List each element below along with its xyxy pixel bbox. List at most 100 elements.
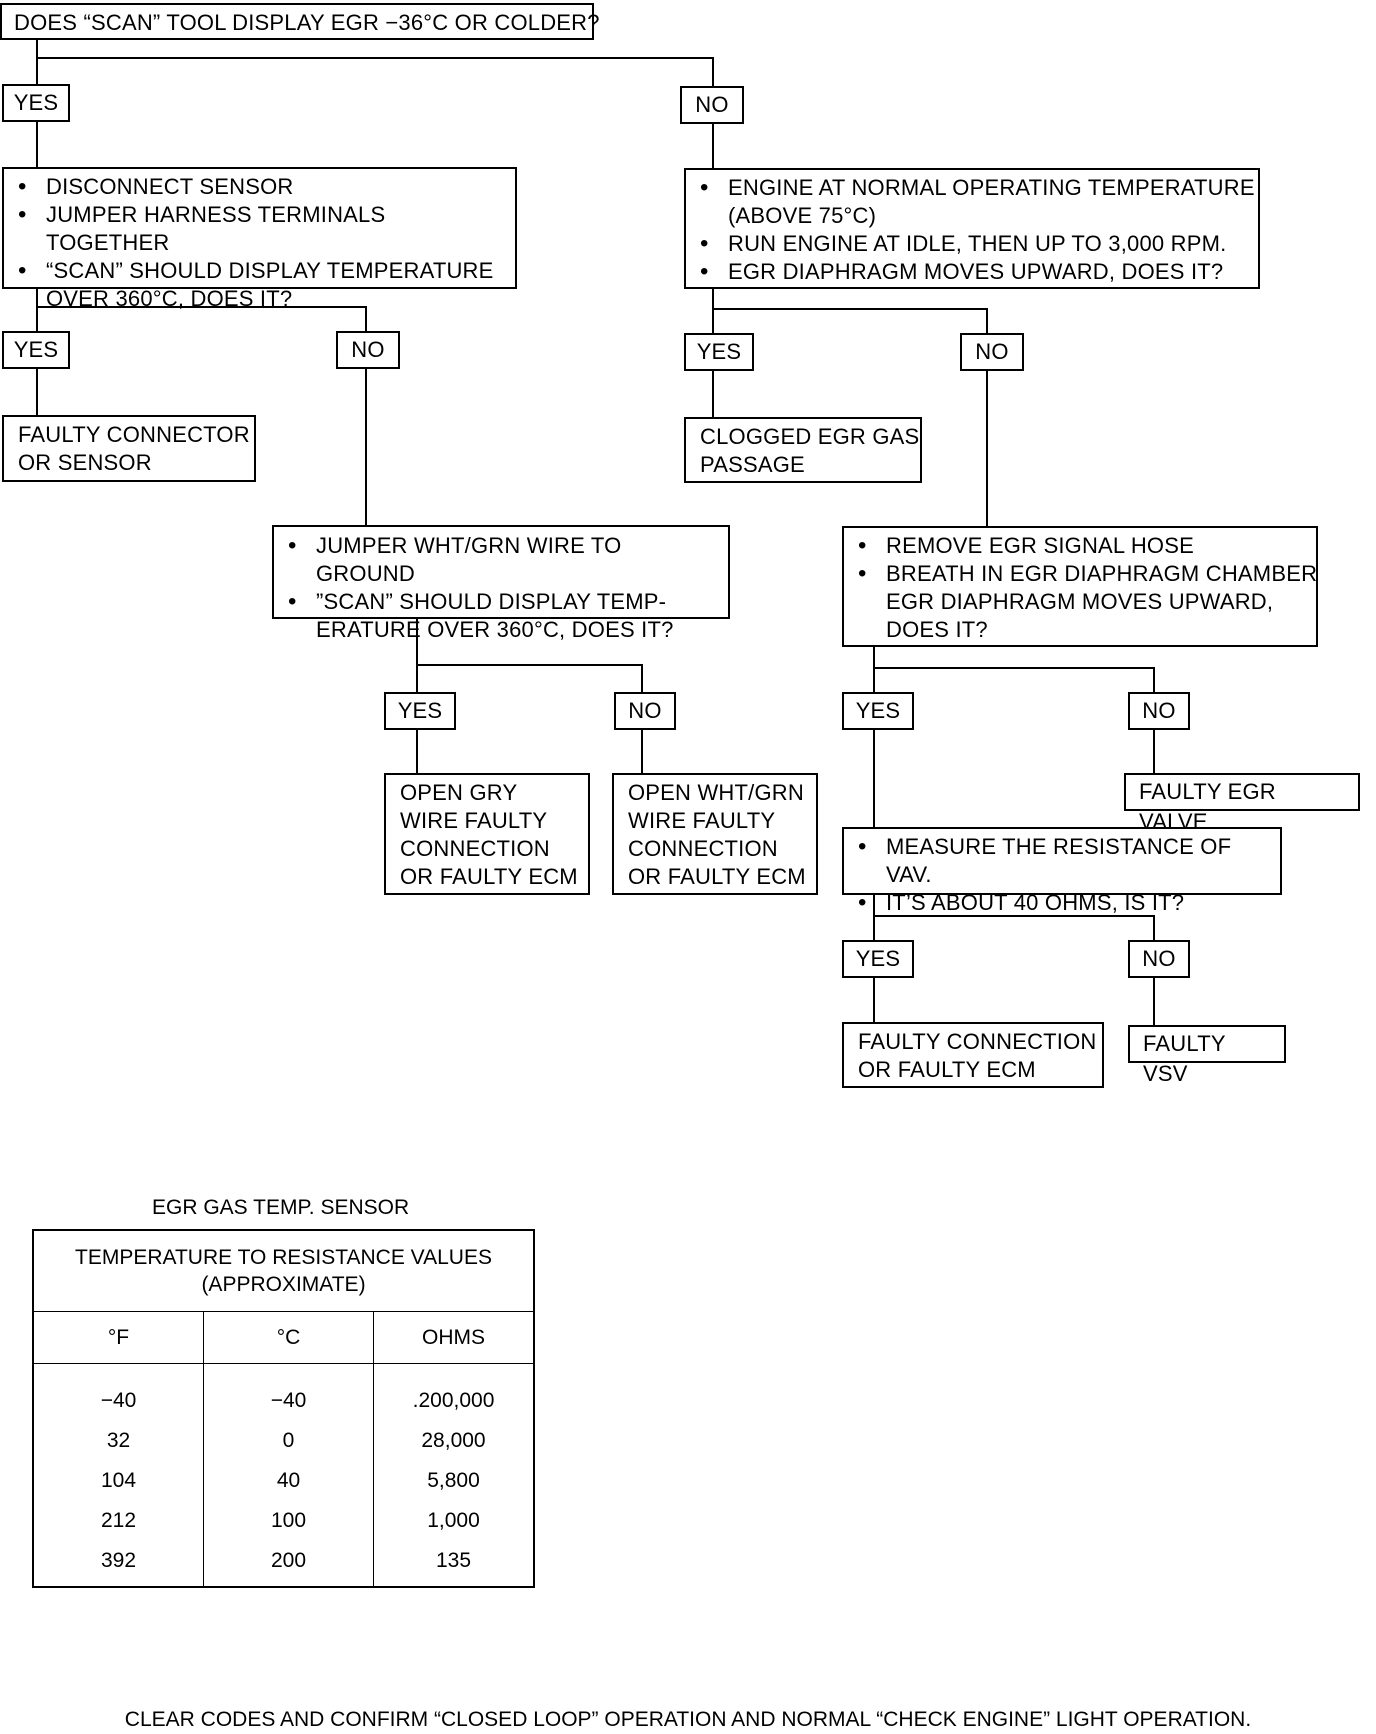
- step-disconnect-sensor: DISCONNECT SENSOR: [14, 173, 505, 201]
- result-clogged-line2: PASSAGE: [700, 452, 805, 477]
- yes-label-text: YES: [13, 90, 59, 115]
- no-label-text: NO: [695, 92, 729, 117]
- table-title-line2: (APPROXIMATE): [201, 1273, 366, 1296]
- cell-ohms: 135: [373, 1541, 534, 1587]
- result-faulty-connection-line1: FAULTY CONNECTION: [858, 1029, 1097, 1054]
- question-engine-temperature: ENGINE AT NORMAL OPERATING TEMPERATURE (…: [684, 168, 1260, 289]
- yes-label-text: YES: [397, 698, 443, 723]
- result-clogged-line1: CLOGGED EGR GAS: [700, 424, 920, 449]
- no-label-disconnect: NO: [336, 331, 400, 369]
- result-open-gry-line3: CONNECTION: [400, 836, 550, 861]
- cell-fahrenheit: 212: [100, 1509, 137, 1532]
- table-row: −40 −40 .200,000: [33, 1363, 534, 1421]
- no-label-engine: NO: [960, 333, 1024, 371]
- no-label-text: NO: [1142, 946, 1176, 971]
- cell-ohms: 28,000: [373, 1421, 534, 1461]
- question-scan-egr: DOES “SCAN” TOOL DISPLAY EGR −36°C OR CO…: [0, 3, 600, 40]
- cell-celsius: −40: [203, 1363, 374, 1421]
- result-faulty-egr-valve: FAULTY EGR VALVE: [1124, 773, 1360, 834]
- step-scan-display-temp-line1: ”SCAN” SHOULD DISPLAY TEMP-: [316, 589, 667, 614]
- table-title-line1: TEMPERATURE TO RESISTANCE VALUES: [75, 1246, 492, 1269]
- result-open-wht-line3: CONNECTION: [628, 836, 778, 861]
- step-jumper-wht-grn: JUMPER WHT/GRN WIRE TO GROUND: [284, 532, 718, 588]
- col-header-ohms: OHMS: [373, 1311, 534, 1364]
- no-label-remove-hose: NO: [1128, 692, 1190, 730]
- result-open-wht-line4: OR FAULTY ECM: [628, 864, 806, 889]
- step-scan-display-line1: “SCAN” SHOULD DISPLAY TEMPERATURE: [46, 258, 494, 283]
- result-open-gry-wire: OPEN GRY WIRE FAULTY CONNECTION OR FAULT…: [384, 773, 590, 895]
- step-breath-diaphragm-line1: BREATH IN EGR DIAPHRAGM CHAMBER: [886, 561, 1318, 586]
- question-disconnect-sensor: DISCONNECT SENSOR JUMPER HARNESS TERMINA…: [2, 167, 517, 311]
- step-run-engine-idle: RUN ENGINE AT IDLE, THEN UP TO 3,000 RPM…: [696, 230, 1248, 258]
- question-remove-egr-hose: REMOVE EGR SIGNAL HOSE BREATH IN EGR DIA…: [842, 526, 1318, 647]
- footer-instruction: CLEAR CODES AND CONFIRM “CLOSED LOOP” OP…: [124, 1708, 1252, 1731]
- step-breath-diaphragm-line3: DOES IT?: [886, 617, 988, 642]
- yes-label-remove-hose: YES: [842, 692, 914, 730]
- step-jumper-harness: JUMPER HARNESS TERMINALS TOGETHER: [14, 201, 505, 257]
- col-header-celsius: °C: [203, 1311, 374, 1364]
- yes-label-text: YES: [855, 698, 901, 723]
- question-measure-resistance: MEASURE THE RESISTANCE OF VAV. IT’S ABOU…: [842, 827, 1282, 917]
- cell-ohms: .200,000: [373, 1363, 534, 1421]
- no-label-scan: NO: [680, 86, 744, 124]
- cell-ohms: 1,000: [373, 1501, 534, 1541]
- result-clogged-egr-passage: CLOGGED EGR GAS PASSAGE: [684, 417, 922, 483]
- step-scan-display-temp: ”SCAN” SHOULD DISPLAY TEMP- ERATURE OVER…: [284, 588, 718, 644]
- result-faulty-vsv-text: FAULTY VSV: [1143, 1031, 1226, 1086]
- table-row: 32 0 28,000: [33, 1421, 534, 1461]
- no-label-text: NO: [628, 698, 662, 723]
- cell-celsius: 40: [203, 1461, 374, 1501]
- yes-label-engine: YES: [684, 333, 754, 371]
- cell-fahrenheit: 392: [100, 1549, 137, 1572]
- no-label-jumper: NO: [614, 692, 676, 730]
- yes-label-measure: YES: [842, 940, 914, 978]
- yes-label-scan: YES: [2, 84, 70, 122]
- result-open-gry-line2: WIRE FAULTY: [400, 808, 548, 833]
- connector-engine: [712, 288, 988, 333]
- no-label-text: NO: [975, 339, 1009, 364]
- step-scan-display-temp-line2: ERATURE OVER 360°C, DOES IT?: [316, 617, 674, 642]
- cell-fahrenheit: 104: [100, 1469, 137, 1492]
- sensor-resistance-table: TEMPERATURE TO RESISTANCE VALUES (APPROX…: [32, 1229, 535, 1588]
- result-faulty-connector-line1: FAULTY CONNECTOR: [18, 422, 250, 447]
- question-scan-egr-text: DOES “SCAN” TOOL DISPLAY EGR −36°C OR CO…: [14, 10, 600, 35]
- yes-label-text: YES: [855, 946, 901, 971]
- table-row: 392 200 135: [33, 1541, 534, 1587]
- cell-fahrenheit: 32: [106, 1429, 131, 1452]
- yes-label-text: YES: [696, 339, 742, 364]
- table-row: 104 40 5,800: [33, 1461, 534, 1501]
- connector-remove-hose: [873, 645, 1155, 692]
- result-faulty-connection-ecm: FAULTY CONNECTION OR FAULTY ECM: [842, 1022, 1104, 1088]
- connector-root: [36, 39, 714, 86]
- result-faulty-connector-line2: OR SENSOR: [18, 450, 152, 475]
- no-label-text: NO: [1142, 698, 1176, 723]
- result-open-gry-line4: OR FAULTY ECM: [400, 864, 578, 889]
- result-open-gry-line1: OPEN GRY: [400, 780, 518, 805]
- result-faulty-connection-line2: OR FAULTY ECM: [858, 1057, 1036, 1082]
- no-label-text: NO: [351, 337, 385, 362]
- step-scan-display-line2: OVER 360°C, DOES IT?: [46, 286, 293, 311]
- table-title: TEMPERATURE TO RESISTANCE VALUES (APPROX…: [33, 1230, 534, 1312]
- col-header-fahrenheit: °F: [33, 1311, 204, 1364]
- step-remove-egr-hose: REMOVE EGR SIGNAL HOSE: [854, 532, 1306, 560]
- step-breath-diaphragm: BREATH IN EGR DIAPHRAGM CHAMBER EGR DIAP…: [854, 560, 1318, 644]
- result-open-wht-line2: WIRE FAULTY: [628, 808, 776, 833]
- cell-celsius: 0: [203, 1421, 374, 1461]
- step-egr-diaphragm-moves: EGR DIAPHRAGM MOVES UPWARD, DOES IT?: [696, 258, 1248, 286]
- step-engine-normal-temp-line2: (ABOVE 75°C): [728, 203, 877, 228]
- cell-celsius: 200: [203, 1541, 374, 1587]
- yes-label-text: YES: [13, 337, 59, 362]
- step-measure-resistance: MEASURE THE RESISTANCE OF VAV.: [854, 833, 1270, 889]
- step-engine-normal-temp-line1: ENGINE AT NORMAL OPERATING TEMPERATURE: [728, 175, 1255, 200]
- cell-ohms: 5,800: [373, 1461, 534, 1501]
- table-row: 212 100 1,000: [33, 1501, 534, 1541]
- step-about-40-ohms: IT’S ABOUT 40 OHMS, IS IT?: [854, 889, 1270, 917]
- result-open-wht-line1: OPEN WHT/GRN: [628, 780, 804, 805]
- step-scan-display: “SCAN” SHOULD DISPLAY TEMPERATURE OVER 3…: [14, 257, 505, 313]
- result-faulty-vsv: FAULTY VSV: [1128, 1025, 1286, 1086]
- cell-celsius: 100: [203, 1501, 374, 1541]
- result-open-wht-grn-wire: OPEN WHT/GRN WIRE FAULTY CONNECTION OR F…: [612, 773, 818, 895]
- result-faulty-connector-sensor: FAULTY CONNECTOR OR SENSOR: [2, 415, 256, 482]
- yes-label-jumper: YES: [384, 692, 456, 730]
- sensor-table-caption: EGR GAS TEMP. SENSOR: [152, 1196, 410, 1219]
